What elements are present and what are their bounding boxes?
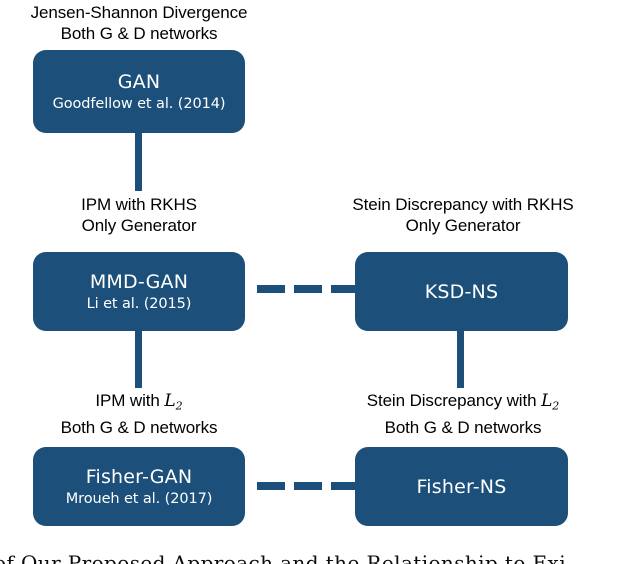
figure-caption-clipped: of Our Proposed Approach and the Relatio… — [0, 551, 618, 564]
node-fisher-gan-title: Fisher-GAN — [85, 465, 193, 488]
edge-label-fisher-gan-line1-prefix: IPM with — [95, 391, 165, 410]
connector-mmd-gan-to-fisher-gan — [135, 331, 142, 388]
dash-segment — [294, 482, 322, 490]
connector-ksd-ns-to-fisher-ns — [457, 331, 464, 388]
edge-label-fisher-gan-line2: Both G & D networks — [60, 417, 218, 437]
edge-label-fisher-gan: IPM with L2 Both G & D networks — [24, 390, 254, 438]
edge-label-gan-line1: Jensen-Shannon Divergence — [30, 3, 248, 22]
connector-gan-to-mmd-gan — [135, 133, 142, 191]
edge-label-gan-line2: Both G & D networks — [60, 24, 218, 43]
node-fisher-gan[interactable]: Fisher-GAN Mroueh et al. (2017) — [33, 447, 245, 526]
dash-segment — [257, 482, 285, 490]
dash-segment — [331, 285, 355, 293]
edge-label-ksd-ns-line1: Stein Discrepancy with RKHS — [352, 195, 574, 214]
figure-caption-text: of Our Proposed Approach and the Relatio… — [0, 551, 567, 564]
edge-label-mmd-gan-line2: Only Generator — [81, 216, 197, 235]
edge-label-gan: Jensen-Shannon Divergence Both G & D net… — [0, 2, 278, 44]
connector-mmd-gan-to-ksd-ns — [257, 285, 355, 293]
node-fisher-gan-citation: Mroueh et al. (2017) — [65, 490, 213, 507]
edge-label-fisher-ns-line1: Stein Discrepancy with L2 — [318, 390, 608, 417]
script-l-symbol-icon: L — [541, 391, 553, 411]
node-fisher-ns[interactable]: Fisher-NS — [355, 447, 568, 526]
node-mmd-gan-citation: Li et al. (2015) — [86, 295, 192, 312]
node-fisher-ns-title: Fisher-NS — [416, 475, 507, 498]
edge-label-fisher-gan-line1-subscript: 2 — [175, 399, 183, 413]
edge-label-mmd-gan: IPM with RKHS Only Generator — [24, 194, 254, 236]
dash-segment — [257, 285, 285, 293]
dash-segment — [331, 482, 355, 490]
node-ksd-ns-title: KSD-NS — [424, 280, 499, 303]
script-l-symbol-icon: L — [164, 391, 176, 411]
edge-label-fisher-ns: Stein Discrepancy with L2 Both G & D net… — [318, 390, 608, 438]
edge-label-mmd-gan-line1: IPM with RKHS — [81, 195, 197, 214]
edge-label-fisher-ns-line1-subscript: 2 — [552, 399, 560, 413]
node-gan[interactable]: GAN Goodfellow et al. (2014) — [33, 50, 245, 133]
edge-label-fisher-ns-line2: Both G & D networks — [384, 417, 542, 437]
node-gan-citation: Goodfellow et al. (2014) — [52, 95, 226, 112]
node-ksd-ns[interactable]: KSD-NS — [355, 252, 568, 331]
dash-segment — [294, 285, 322, 293]
edge-label-ksd-ns-line2: Only Generator — [405, 216, 521, 235]
node-mmd-gan[interactable]: MMD-GAN Li et al. (2015) — [33, 252, 245, 331]
edge-label-ksd-ns: Stein Discrepancy with RKHS Only Generat… — [318, 194, 608, 236]
node-gan-title: GAN — [117, 70, 161, 93]
node-mmd-gan-title: MMD-GAN — [89, 270, 189, 293]
edge-label-fisher-ns-line1-prefix: Stein Discrepancy with — [366, 391, 542, 410]
edge-label-fisher-gan-line1: IPM with L2 — [24, 390, 254, 417]
connector-fisher-gan-to-fisher-ns — [257, 482, 355, 490]
